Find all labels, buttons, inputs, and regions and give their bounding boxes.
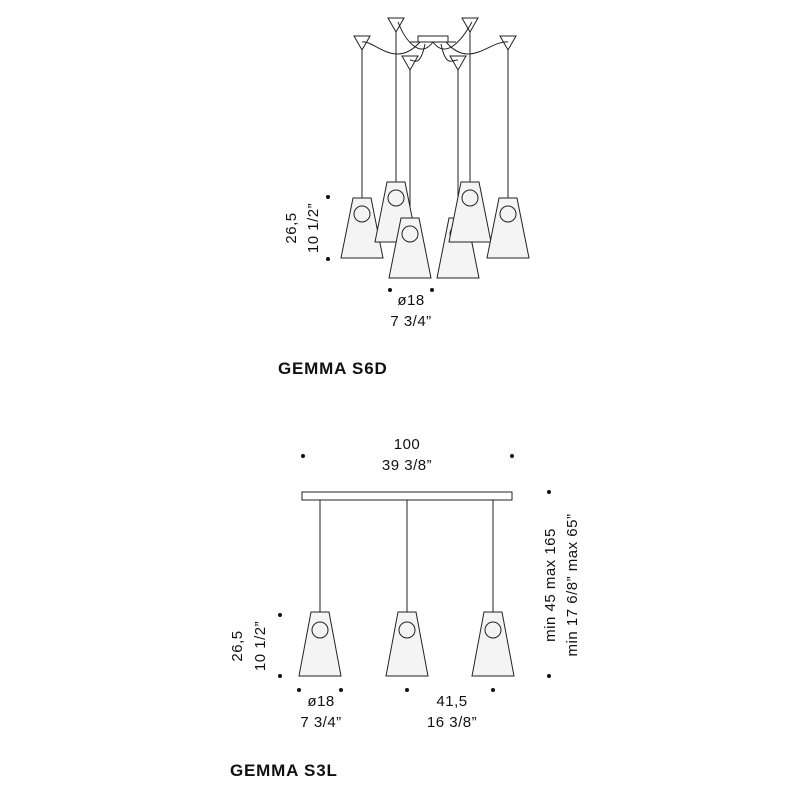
s6d-height-cm: 26,5 [283, 212, 300, 243]
s6d-ceiling-canopy [417, 35, 449, 43]
s3l-pendant [385, 611, 429, 677]
s6d-diameter-marker [430, 288, 434, 292]
s3l-spacing-marker [405, 688, 409, 692]
s3l-width-in: 39 3/8” [382, 457, 432, 474]
s3l-drop-cm: min 45 max 165 [542, 528, 559, 642]
s3l-width-marker [510, 454, 514, 458]
s6d-model-title: GEMMA S6D [278, 359, 388, 378]
s3l-drop-marker [547, 490, 551, 494]
s3l-width-cm: 100 [394, 436, 421, 453]
s3l-diameter-marker [339, 688, 343, 692]
s6d-hook [499, 35, 517, 52]
s3l-pendant [471, 611, 515, 677]
s6d-drape-cable [440, 43, 459, 62]
s3l-spacing-marker [491, 688, 495, 692]
s3l-ceiling-bar [301, 491, 513, 501]
gemma-s3l-drawing [298, 491, 515, 677]
s3l-height-marker [278, 674, 282, 678]
s6d-hook [353, 35, 371, 52]
s6d-pendant [486, 197, 530, 259]
s6d-height-in: 10 1/2” [305, 203, 322, 253]
s3l-height-marker [278, 613, 282, 617]
s3l-width-marker [301, 454, 305, 458]
s6d-pendant [448, 181, 492, 243]
s6d-hook [387, 17, 405, 34]
s6d-drape-cable [445, 41, 509, 55]
s6d-hook [401, 55, 419, 72]
s3l-height-cm: 26,5 [229, 630, 246, 661]
s6d-drape-cable [432, 21, 473, 50]
s6d-drape-cable [397, 21, 434, 50]
s6d-hook [461, 17, 479, 34]
s6d-pendant [388, 217, 432, 279]
s6d-pendant [340, 197, 384, 259]
s6d-diameter-marker [388, 288, 392, 292]
gemma-s6d-drawing [340, 17, 530, 279]
s6d-diameter-in: 7 3/4” [390, 313, 431, 330]
s6d-diameter-cm: ø18 [397, 292, 424, 309]
s3l-diameter-cm: ø18 [307, 693, 334, 710]
s6d-drape-cable [409, 43, 426, 62]
s6d-hook [449, 55, 467, 72]
s3l-drop-in: min 17 6/8” max 65” [564, 514, 581, 657]
s6d-height-marker [326, 195, 330, 199]
s3l-spacing-cm: 41,5 [436, 693, 467, 710]
s6d-height-marker [326, 257, 330, 261]
s3l-diameter-in: 7 3/4” [300, 714, 341, 731]
s3l-diameter-marker [297, 688, 301, 692]
s3l-drop-marker [547, 674, 551, 678]
s3l-height-in: 10 1/2” [252, 621, 269, 671]
s3l-model-title: GEMMA S3L [230, 761, 338, 780]
s3l-pendant [298, 611, 342, 677]
s3l-spacing-in: 16 3/8” [427, 714, 477, 731]
